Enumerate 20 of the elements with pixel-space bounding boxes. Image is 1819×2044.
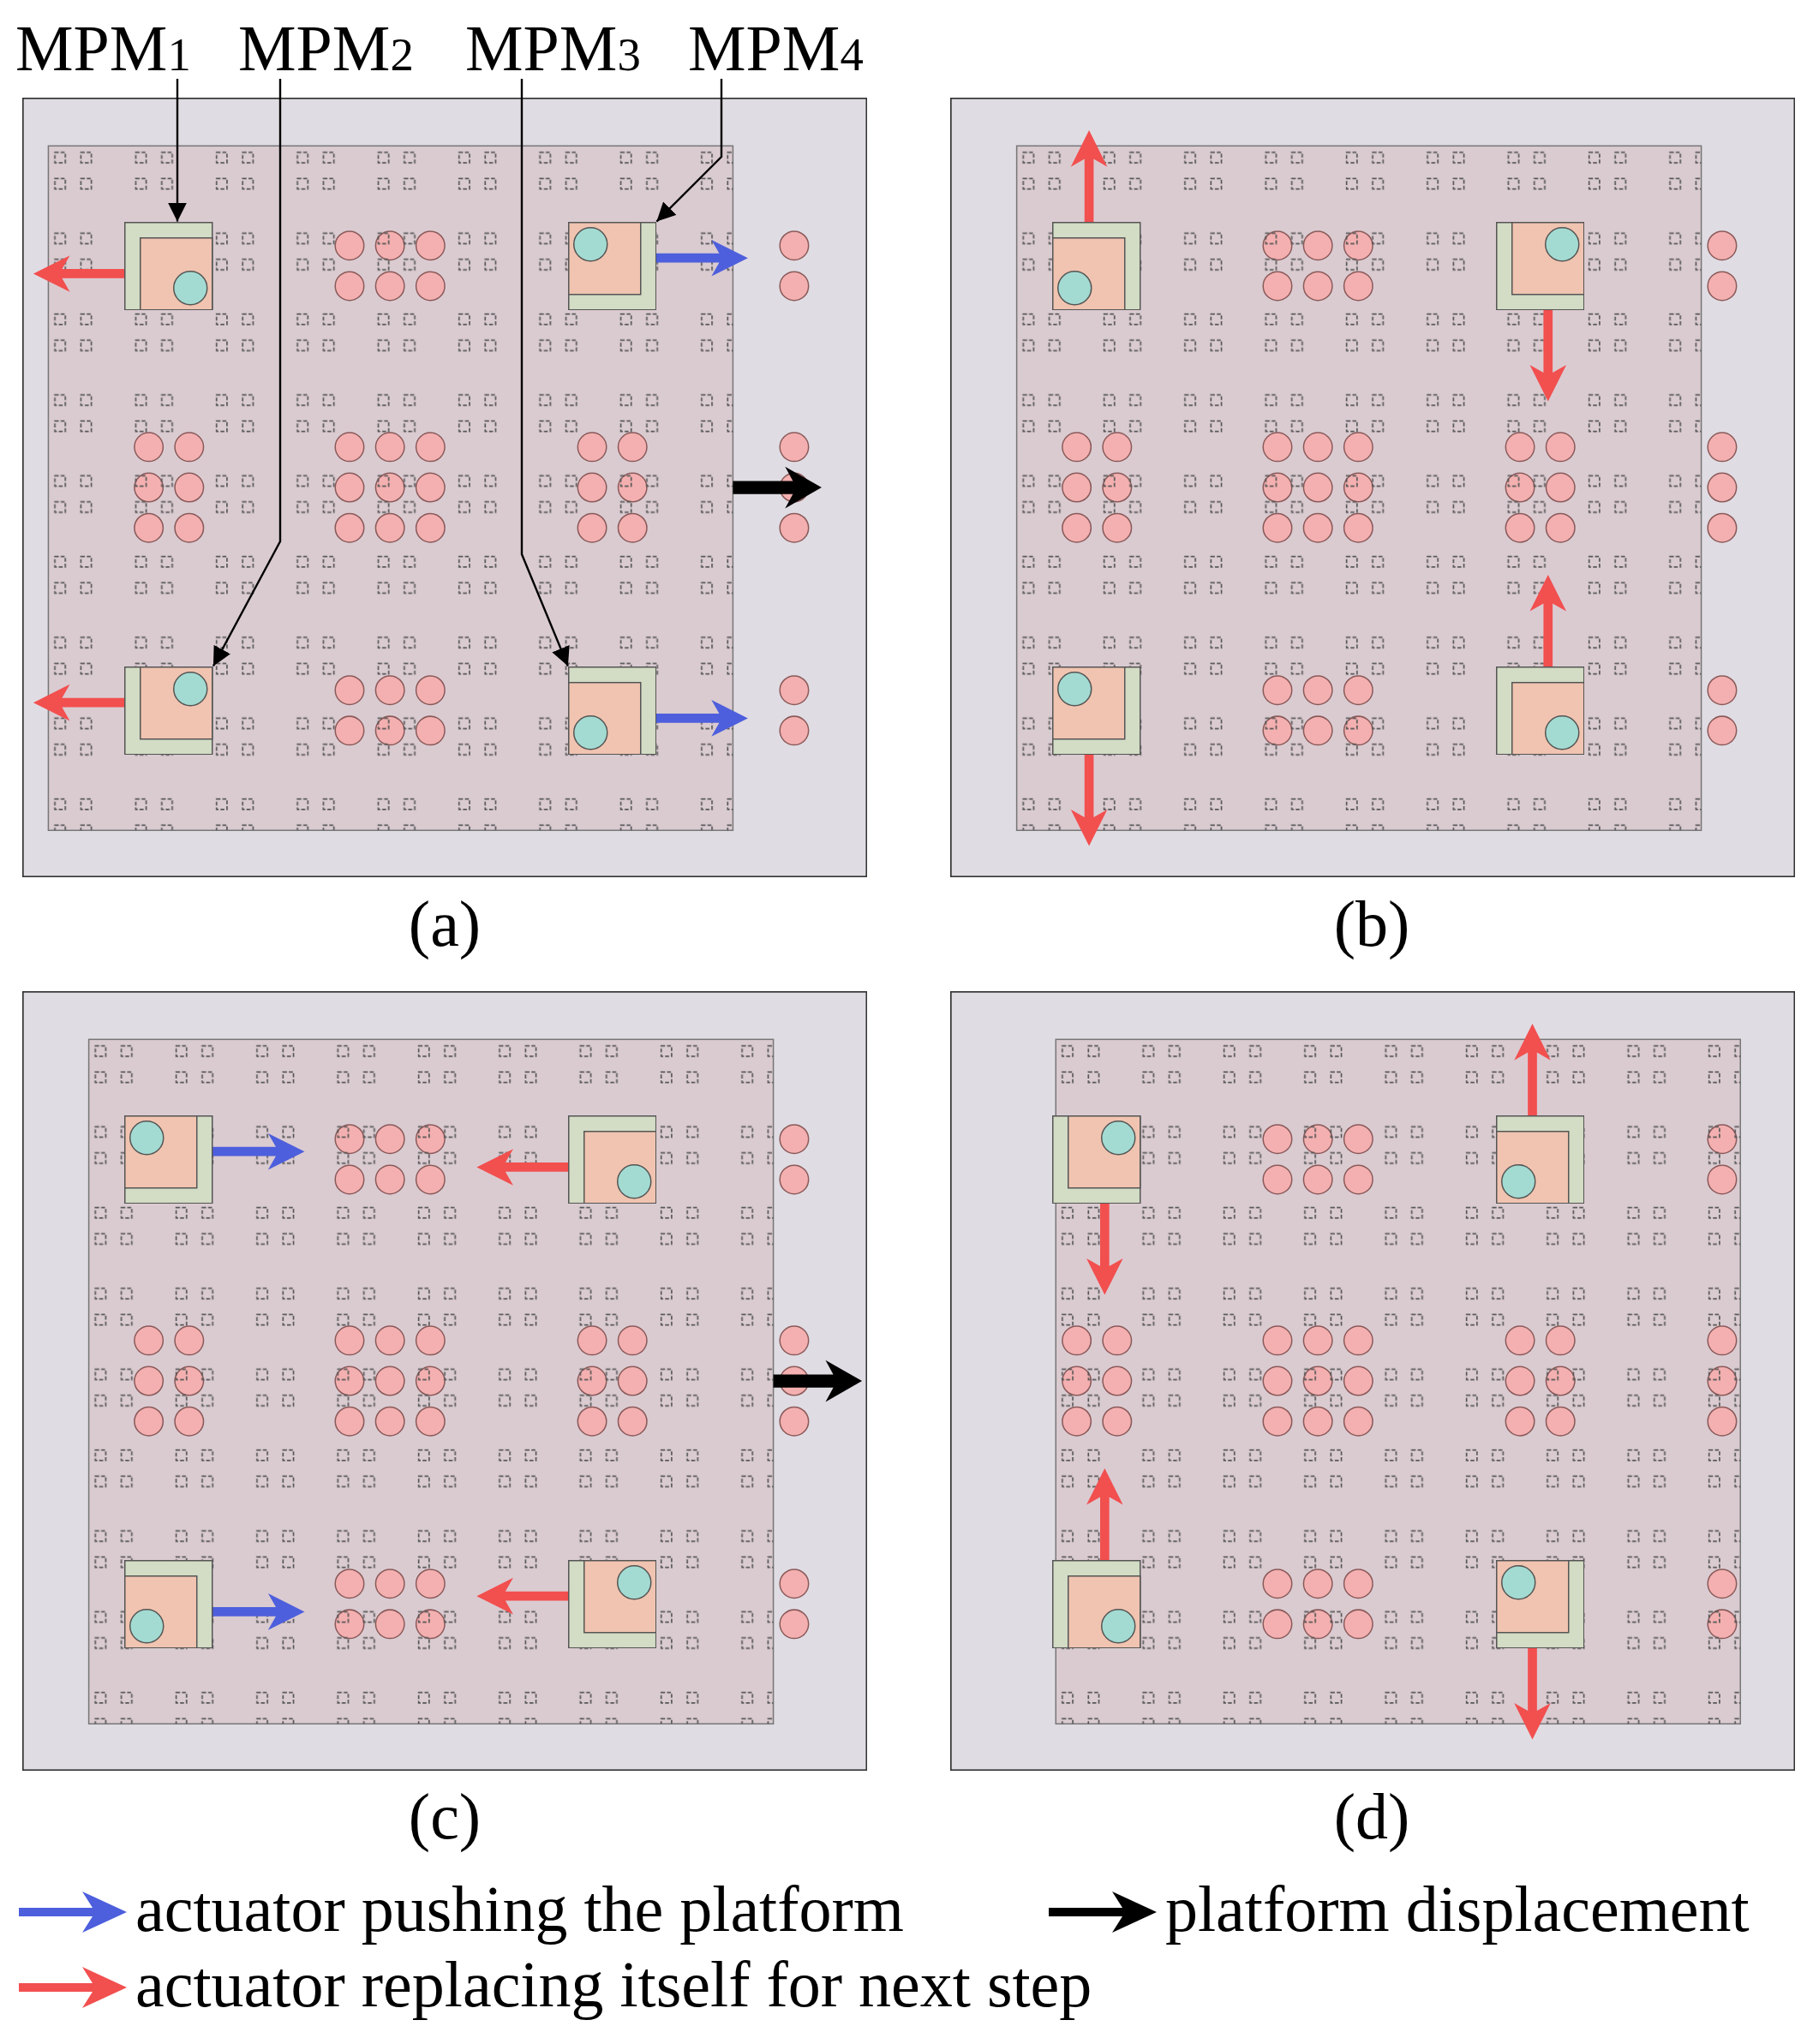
leader-line — [168, 79, 187, 222]
mover-module — [1052, 1559, 1141, 1648]
mover-module — [1495, 666, 1585, 755]
mover-module — [567, 1559, 657, 1648]
mover-module — [1495, 1115, 1585, 1204]
mover-module — [1052, 666, 1141, 755]
leader-line — [655, 79, 723, 223]
mover-module — [567, 1115, 657, 1204]
leader-line — [212, 79, 282, 667]
mover-module — [124, 1115, 213, 1204]
leader-line — [520, 79, 570, 666]
mover-module — [1052, 221, 1141, 311]
mover-module — [124, 666, 213, 755]
mover-module — [1495, 221, 1585, 311]
mover-module — [567, 666, 657, 755]
mover-module — [1495, 1559, 1585, 1648]
mover-module — [567, 221, 657, 311]
mover-module — [124, 221, 213, 311]
mover-module — [1052, 1115, 1141, 1204]
mover-module — [124, 1559, 213, 1648]
